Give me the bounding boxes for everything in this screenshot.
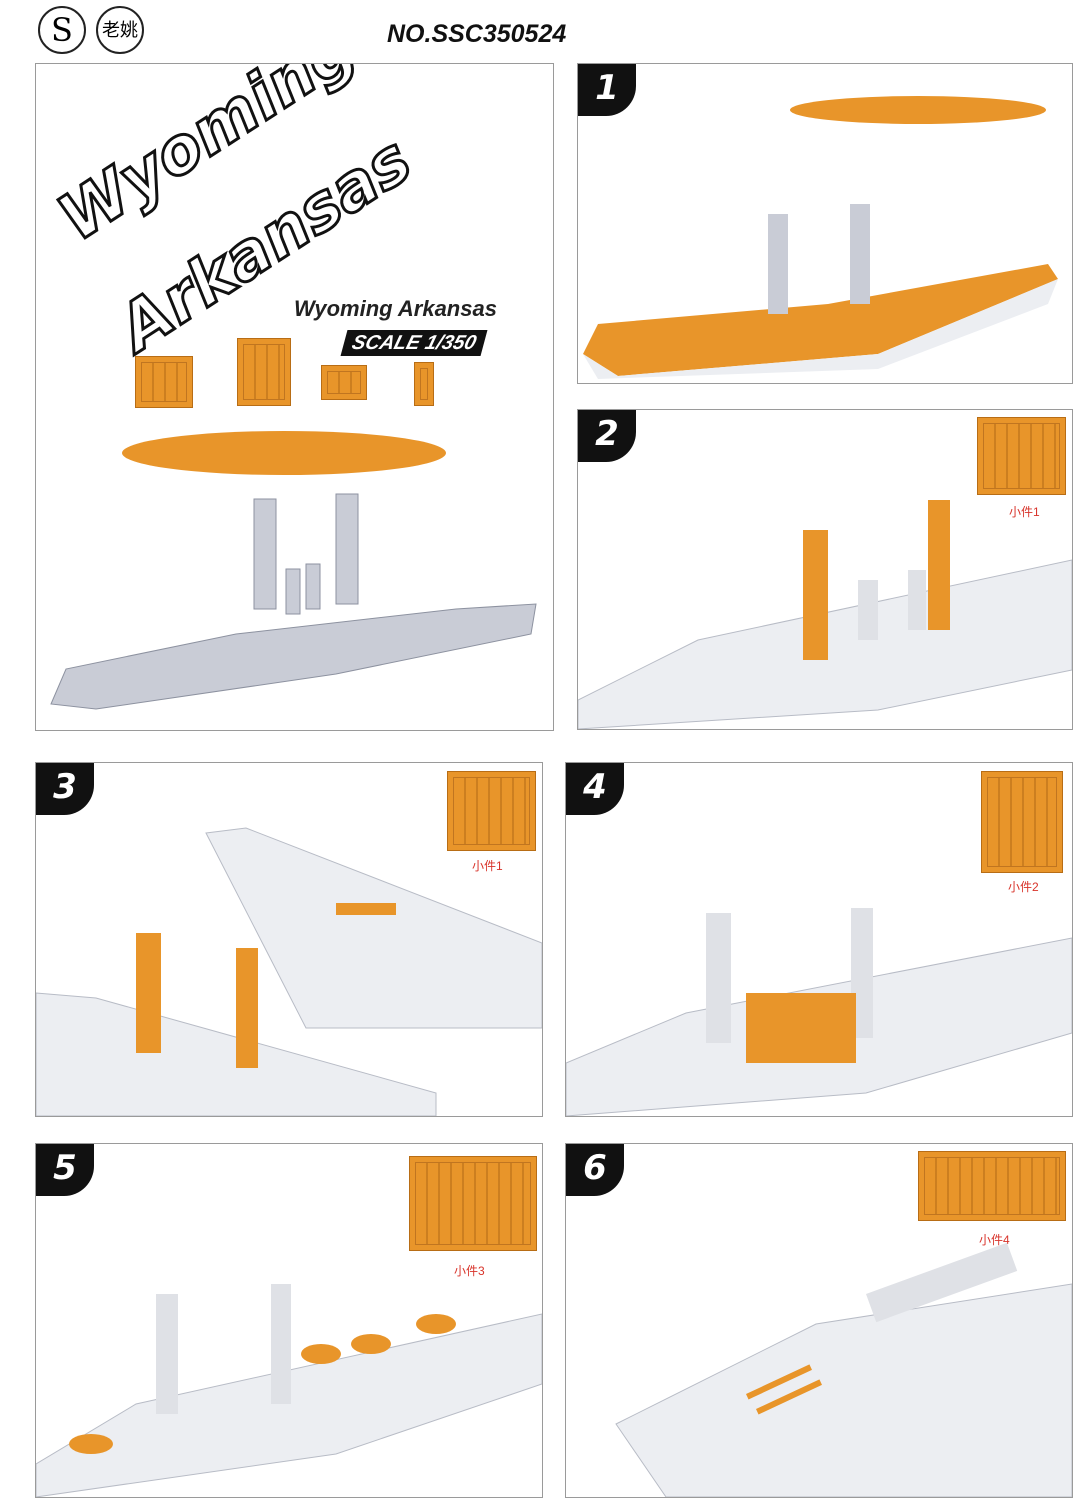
step-5-panel: 5 小件3 [35, 1143, 543, 1498]
part-sheet-2 [237, 338, 291, 406]
product-number: NO.SSC350524 [387, 20, 567, 48]
logo-brand: 老姚 [96, 6, 144, 54]
step-number-badge: 1 [578, 64, 636, 116]
part-label: 小件1 [472, 859, 503, 873]
part-sheet-4 [414, 362, 434, 406]
step-number-badge: 2 [578, 410, 636, 462]
logo-s: S [38, 6, 86, 54]
part-sheet [409, 1156, 537, 1251]
cover-subtitle: Wyoming Arkansas [294, 296, 497, 321]
part-label: 小件4 [979, 1233, 1010, 1247]
part-sheet [447, 771, 536, 851]
ship-render-step-6 [615, 1242, 1072, 1497]
step-number-badge: 4 [566, 763, 624, 815]
step-number-badge: 3 [36, 763, 94, 815]
ship-render-step-2 [578, 500, 1072, 729]
cover-panel: Wyoming Arkansas Wyoming Arkansas SCALE … [35, 63, 554, 731]
ship-render-step-4 [566, 908, 1072, 1116]
step-number-badge: 5 [36, 1144, 94, 1196]
part-sheet-3 [321, 365, 367, 400]
ship-render-step-1 [583, 96, 1058, 379]
part-sheet [918, 1151, 1066, 1221]
step-4-panel: 4 小件2 [565, 762, 1073, 1117]
step-number-badge: 6 [566, 1144, 624, 1196]
step-3-panel: 3 小件1 [35, 762, 543, 1117]
part-label: 小件3 [454, 1264, 485, 1278]
part-sheet [981, 771, 1063, 873]
part-sheet [977, 417, 1066, 495]
ship-render-step-5 [36, 1284, 542, 1497]
step-6-panel: 6 小件4 [565, 1143, 1073, 1498]
step-1-panel: 1 [577, 63, 1073, 384]
part-label: 小件1 [1009, 505, 1040, 519]
part-sheet-1 [135, 356, 193, 408]
step-2-panel: 2 小件1 [577, 409, 1073, 730]
part-label: 小件2 [1008, 880, 1039, 894]
ship-render-cover [50, 431, 537, 710]
ship-render-step-3 [36, 827, 542, 1116]
